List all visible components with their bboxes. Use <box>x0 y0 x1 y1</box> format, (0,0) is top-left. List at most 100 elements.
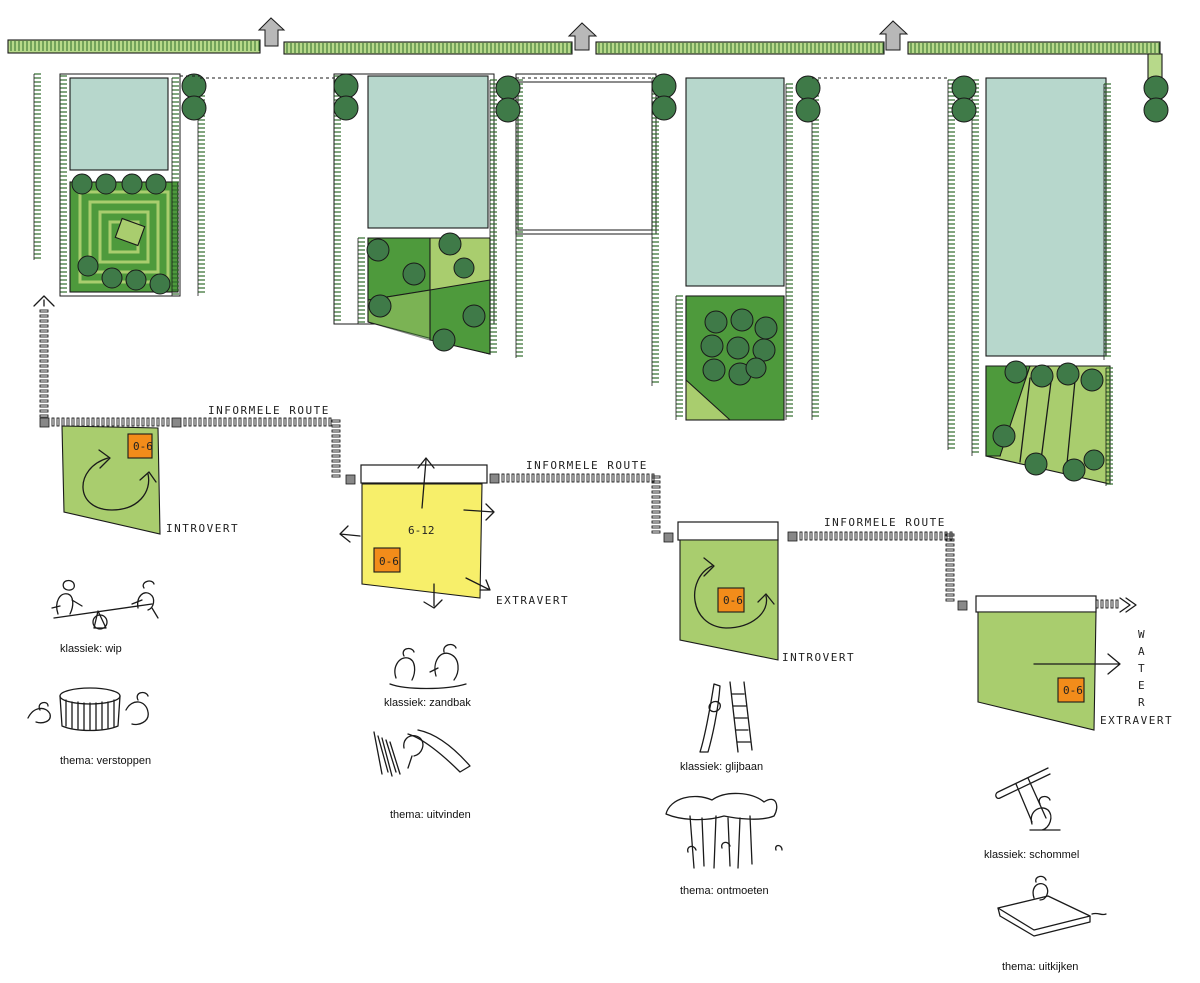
route-tick <box>945 588 955 592</box>
tree-icon <box>651 73 677 99</box>
route-tick <box>591 473 595 483</box>
route-tick <box>96 417 100 427</box>
route-tick <box>1110 599 1114 609</box>
route-tick <box>39 349 49 353</box>
route-tick <box>151 417 155 427</box>
tree-icon <box>1056 362 1080 386</box>
route-tick <box>39 334 49 338</box>
route-node <box>663 532 674 543</box>
route-tick <box>183 417 187 427</box>
route-tick <box>839 531 843 541</box>
age-badge-label: 0-6 <box>379 555 399 568</box>
route-tick <box>945 598 955 602</box>
character-label-1: INTROVERT <box>166 522 239 535</box>
route-tick <box>556 473 560 483</box>
route-tick <box>551 473 555 483</box>
route-tick <box>121 417 125 427</box>
route-tick <box>541 473 545 483</box>
route-tick <box>328 417 332 427</box>
route-tick <box>854 531 858 541</box>
playground-2: 6-12 0-6 EXTRAVERT <box>339 457 568 609</box>
route-tick <box>526 473 530 483</box>
route-tick <box>809 531 813 541</box>
tree-icon <box>951 75 977 101</box>
route-tick <box>521 473 525 483</box>
exit-arrows <box>257 17 909 51</box>
route-tick <box>39 404 49 408</box>
route-tick <box>651 480 661 484</box>
route-tick <box>39 354 49 358</box>
route-tick <box>273 417 277 427</box>
route-tick <box>506 473 510 483</box>
block-4 <box>985 77 1111 485</box>
route-tick <box>651 475 661 479</box>
route-tick <box>651 510 661 514</box>
route-tick <box>844 531 848 541</box>
caption-theme-3: thema: ontmoeten <box>680 885 769 897</box>
tree-icon <box>495 75 521 101</box>
sandbox-icon <box>389 643 467 690</box>
route-tick <box>601 473 605 483</box>
route-tick <box>331 439 341 443</box>
route-tick <box>581 473 585 483</box>
caption-theme-2: thema: uitvinden <box>390 809 471 821</box>
tree-icon <box>333 73 359 99</box>
up-arrow-icon <box>878 20 909 51</box>
route-tick <box>945 568 955 572</box>
route-tick <box>76 417 80 427</box>
route-tick <box>874 531 878 541</box>
tree-icon <box>432 328 456 352</box>
route-tick <box>636 473 640 483</box>
route-node <box>489 473 500 484</box>
route-tick <box>188 417 192 427</box>
playground-1: 0-6 INTROVERT <box>61 425 239 535</box>
route-tick <box>945 543 955 547</box>
character-label-4: EXTRAVERT <box>1100 714 1173 727</box>
route-tick <box>166 417 170 427</box>
tree-icon <box>438 232 462 256</box>
route-tick <box>91 417 95 427</box>
maze-center-square <box>114 217 146 247</box>
route-tick <box>611 473 615 483</box>
tree-icon <box>495 97 521 123</box>
route-tick <box>101 417 105 427</box>
route-tick <box>934 531 938 541</box>
route-tick <box>531 473 535 483</box>
route-tick <box>308 417 312 427</box>
tree-icon <box>754 316 778 340</box>
route-tick <box>501 473 505 483</box>
age-badge-0-6 <box>717 587 745 613</box>
tree-icon <box>700 334 724 358</box>
caption-classic-2: klassiek: zandbak <box>384 697 471 709</box>
tree-icon <box>333 95 359 121</box>
route-tick <box>258 417 262 427</box>
tree-icon <box>1062 458 1086 482</box>
route-tick <box>651 530 661 534</box>
route-tick <box>331 429 341 433</box>
route-tick <box>278 417 282 427</box>
informal-route: INFORMELE ROUTE INFORMELE ROUTE INFORMEL… <box>33 295 1137 613</box>
route-tick <box>869 531 873 541</box>
route-tick <box>39 399 49 403</box>
route-tick <box>651 520 661 524</box>
caption-theme-1: thema: verstoppen <box>60 755 151 767</box>
route-tick <box>914 531 918 541</box>
route-tick <box>203 417 207 427</box>
tree-icon <box>366 238 390 262</box>
tree-icon <box>101 267 123 289</box>
seesaw-icon <box>51 579 159 630</box>
route-tick <box>233 417 237 427</box>
route-tick <box>884 531 888 541</box>
playground-4-field <box>977 611 1097 731</box>
trees <box>71 73 1169 482</box>
tree-icon <box>1143 97 1169 123</box>
route-tick <box>646 473 650 483</box>
age-badge-label: 0-6 <box>723 594 743 607</box>
route-tick <box>39 329 49 333</box>
swing-icon <box>995 767 1061 831</box>
route-tick <box>616 473 620 483</box>
route-tick <box>606 473 610 483</box>
route-tick <box>919 531 923 541</box>
route-tick <box>243 417 247 427</box>
tree-icon <box>1024 452 1048 476</box>
